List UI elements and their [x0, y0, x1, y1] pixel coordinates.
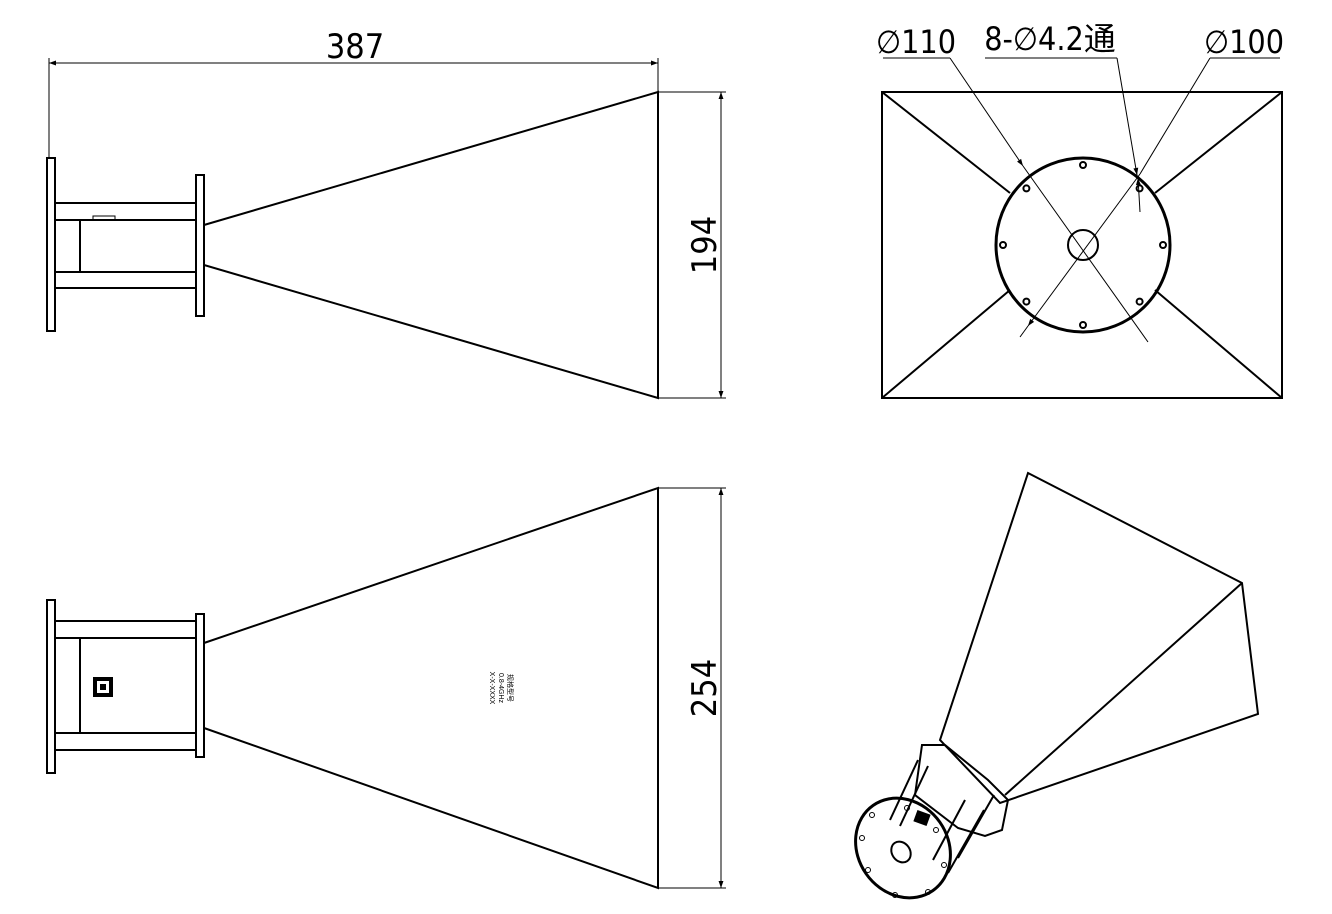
- svg-text:0.8-4GHz: 0.8-4GHz: [497, 673, 504, 703]
- mounting-holes: [999, 161, 1167, 329]
- inner-diameter-label: ∅100: [1204, 23, 1284, 61]
- front-flange: [195, 613, 205, 758]
- length-dimension-label: 387: [326, 27, 384, 67]
- round-flange-iso: [854, 796, 952, 900]
- height-top-label: 254: [685, 659, 725, 717]
- front-flange: [195, 174, 205, 317]
- waveguide-body: [79, 637, 197, 734]
- horn-iso: [938, 471, 1260, 805]
- horn-aperture: [881, 91, 1283, 399]
- horn-side: [203, 90, 659, 400]
- connector-icon: [93, 677, 113, 697]
- mounting-hole: [1022, 297, 1031, 306]
- center-hole: [1067, 229, 1099, 261]
- outer-diameter-label: ∅110: [876, 23, 956, 61]
- square-flange-iso: [913, 744, 1010, 838]
- mounting-hole: [1079, 321, 1087, 329]
- flange-circle: [994, 156, 1172, 334]
- front-view: ∅110 8-∅4.2通 ∅100: [876, 20, 1284, 399]
- isometric-view: [854, 471, 1260, 900]
- connector-iso: [913, 809, 931, 827]
- height-side-label: 194: [685, 216, 725, 274]
- mounting-hole: [999, 241, 1007, 249]
- top-view: 规格型号 0.8-4GHz X-X-XXXX 254: [46, 486, 726, 890]
- mounting-hole: [1135, 184, 1144, 193]
- horn-top: [203, 486, 659, 890]
- svg-text:X-X-XXXX: X-X-XXXX: [488, 672, 495, 705]
- connector: [92, 215, 116, 221]
- mounting-hole: [1159, 241, 1167, 249]
- mounting-hole: [1135, 297, 1144, 306]
- mounting-holes-iso: [859, 805, 947, 898]
- mounting-hole: [1079, 161, 1087, 169]
- back-flange: [46, 157, 56, 332]
- side-view: 387 194: [46, 27, 726, 400]
- back-flange: [46, 599, 56, 774]
- holes-label: 8-∅4.2通: [984, 20, 1116, 58]
- center-hole-iso: [890, 840, 912, 864]
- nameplate: 规格型号 0.8-4GHz X-X-XXXX: [488, 672, 515, 705]
- svg-text:规格型号: 规格型号: [506, 674, 515, 702]
- waveguide-body: [79, 219, 197, 273]
- mounting-hole: [1022, 184, 1031, 193]
